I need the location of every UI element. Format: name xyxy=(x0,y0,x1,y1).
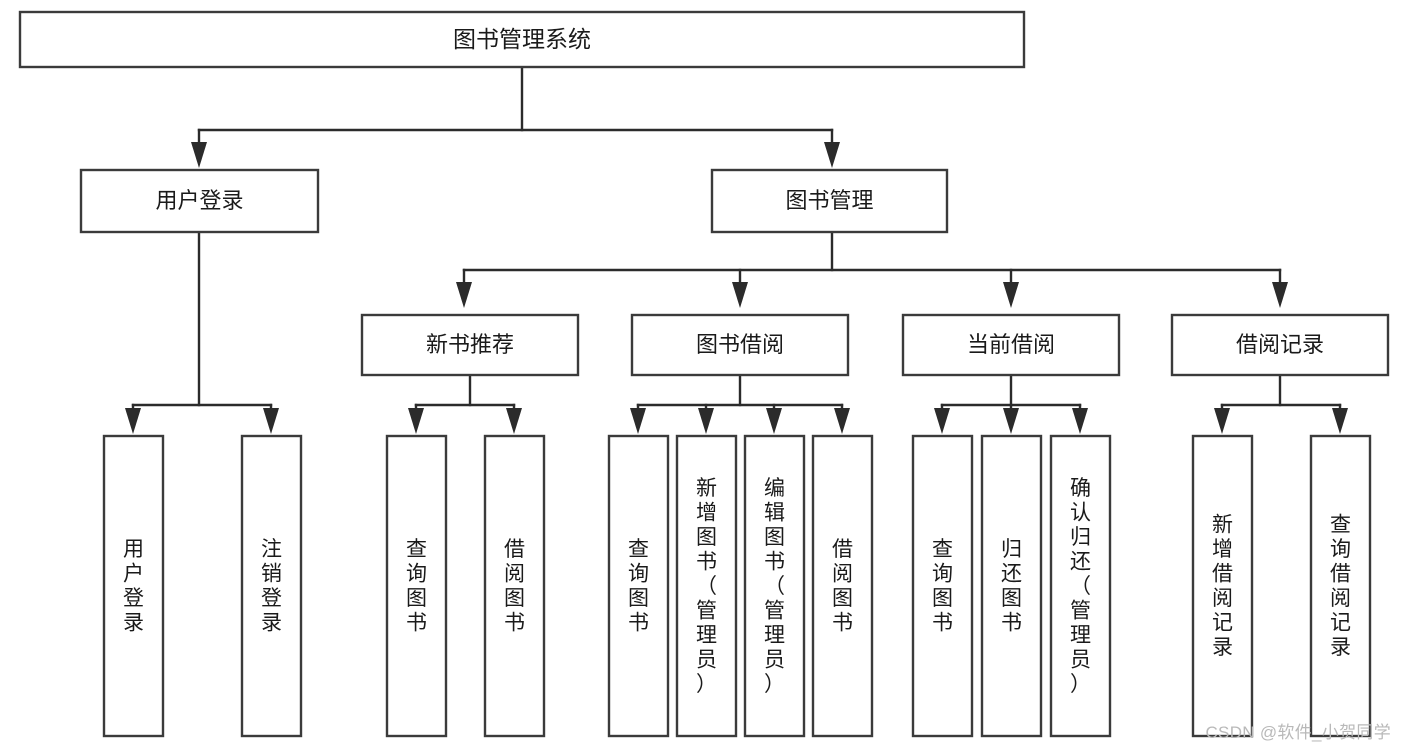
node-book-management[interactable]: 图书管理 xyxy=(710,168,949,234)
leaf-new-book-recommend-2[interactable]: 借阅图书 xyxy=(483,434,546,738)
node-borrow-record-label: 借阅记录 xyxy=(1236,332,1324,357)
arrow-to-leaf-new-book-1 xyxy=(408,408,424,434)
node-book-borrow[interactable]: 图书借阅 xyxy=(630,313,850,377)
leaf-user-login-1[interactable]: 用户登录 xyxy=(102,434,165,738)
arrow-to-user-login xyxy=(191,142,207,168)
node-root-label: 图书管理系统 xyxy=(453,26,591,52)
leaf-user-login-1-label: 用户登录 xyxy=(123,538,144,635)
node-book-management-label: 图书管理 xyxy=(785,188,873,213)
leaf-book-borrow-4[interactable]: 借阅图书 xyxy=(811,434,874,738)
leaf-borrow-record-2-label: 查询借阅记录 xyxy=(1330,514,1351,660)
arrow-to-leaf-new-book-2 xyxy=(506,408,522,434)
leaf-current-borrow-1[interactable]: 查询图书 xyxy=(911,434,974,738)
leaf-new-book-recommend-1[interactable]: 查询图书 xyxy=(385,434,448,738)
node-new-book-recommend[interactable]: 新书推荐 xyxy=(360,313,580,377)
arrow-to-new-book-recommend xyxy=(456,282,472,308)
arrow-to-current-borrow xyxy=(1003,282,1019,308)
leaf-book-borrow-3[interactable]: 编辑图书（管理员） xyxy=(743,434,806,738)
leaf-book-borrow-4-label: 借阅图书 xyxy=(832,538,853,635)
leaf-book-borrow-3-label: 编辑图书（管理员） xyxy=(764,477,785,696)
leaf-borrow-record-1-label: 新增借阅记录 xyxy=(1212,514,1233,660)
leaf-current-borrow-1-label: 查询图书 xyxy=(932,538,953,635)
leaf-borrow-record-2[interactable]: 查询借阅记录 xyxy=(1309,434,1372,738)
leaf-book-borrow-1[interactable]: 查询图书 xyxy=(607,434,670,738)
leaf-current-borrow-3[interactable]: 确认归还（管理员） xyxy=(1049,434,1112,738)
leaf-book-borrow-2-label: 新增图书（管理员） xyxy=(696,477,717,696)
leaf-book-borrow-2[interactable]: 新增图书（管理员） xyxy=(675,434,738,738)
leaf-new-book-recommend-1-label: 查询图书 xyxy=(406,538,427,635)
node-new-book-recommend-label: 新书推荐 xyxy=(426,332,514,357)
arrow-to-leaf-book-borrow-1 xyxy=(630,408,646,434)
arrow-to-leaf-current-borrow-2 xyxy=(1003,408,1019,434)
arrow-to-book-manage xyxy=(824,142,840,168)
leaf-user-login-2-label: 注销登录 xyxy=(261,538,282,635)
arrow-to-leaf-book-borrow-3 xyxy=(766,408,782,434)
node-user-login[interactable]: 用户登录 xyxy=(79,168,320,234)
node-borrow-record[interactable]: 借阅记录 xyxy=(1170,313,1390,377)
node-root-book-management-system[interactable]: 图书管理系统 xyxy=(18,10,1026,69)
node-current-borrow-label: 当前借阅 xyxy=(967,332,1055,357)
node-user-login-label: 用户登录 xyxy=(155,188,243,213)
arrow-to-leaf-user-login-2 xyxy=(263,408,279,434)
arrow-to-leaf-book-borrow-2 xyxy=(698,408,714,434)
leaf-new-book-recommend-2-label: 借阅图书 xyxy=(504,538,525,635)
arrow-to-leaf-user-login-1 xyxy=(125,408,141,434)
leaf-user-login-2[interactable]: 注销登录 xyxy=(240,434,303,738)
connector-layer xyxy=(125,65,1348,434)
arrow-to-book-borrow xyxy=(732,282,748,308)
arrow-to-leaf-borrow-record-1 xyxy=(1214,408,1230,434)
arrow-to-leaf-borrow-record-2 xyxy=(1332,408,1348,434)
arrow-to-leaf-current-borrow-1 xyxy=(934,408,950,434)
leaf-current-borrow-3-label: 确认归还（管理员） xyxy=(1070,477,1091,696)
arrow-to-leaf-book-borrow-4 xyxy=(834,408,850,434)
leaf-current-borrow-2-label: 归还图书 xyxy=(1001,538,1022,635)
node-current-borrow[interactable]: 当前借阅 xyxy=(901,313,1121,377)
node-book-borrow-label: 图书借阅 xyxy=(696,332,784,357)
arrow-to-borrow-record xyxy=(1272,282,1288,308)
leaf-borrow-record-1[interactable]: 新增借阅记录 xyxy=(1191,434,1254,738)
arrow-to-leaf-current-borrow-3 xyxy=(1072,408,1088,434)
leaf-current-borrow-2[interactable]: 归还图书 xyxy=(980,434,1043,738)
leaf-book-borrow-1-label: 查询图书 xyxy=(628,538,649,635)
